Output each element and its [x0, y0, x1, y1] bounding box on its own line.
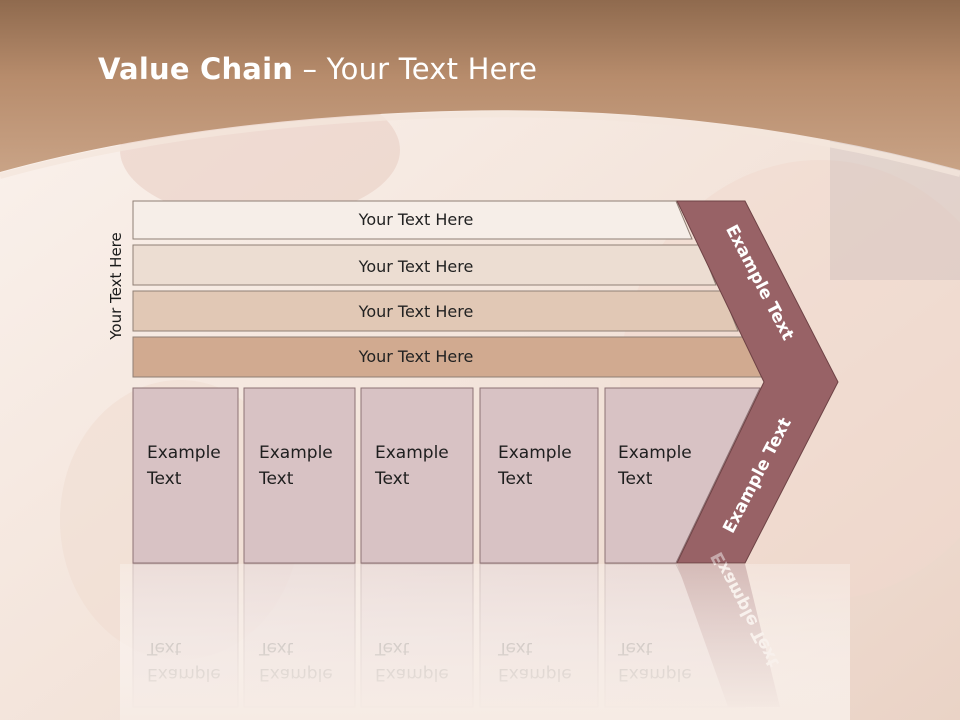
primary-box-3-line2: Text — [374, 469, 410, 489]
primary-box-5-line2: Text — [617, 469, 653, 489]
primary-box-3-line1: Example — [375, 443, 449, 463]
primary-box-5-line1: Example — [618, 443, 692, 463]
primary-box-4-line2: Text — [497, 469, 533, 489]
primary-box-1-line2: Text — [146, 469, 182, 489]
margin-chevron — [676, 200, 839, 564]
slide-title-bold: Value Chain — [98, 52, 294, 86]
primary-box-4 — [479, 387, 599, 564]
support-row-1 — [132, 200, 693, 240]
primary-box-2-line2: Text — [258, 469, 294, 489]
support-row-2 — [132, 244, 717, 286]
primary-box-2 — [243, 387, 356, 564]
support-row-1-label: Your Text Here — [358, 210, 474, 229]
primary-box-4-line1: Example — [498, 443, 572, 463]
reflection-fade — [120, 564, 850, 720]
primary-box-2-line1: Example — [259, 443, 333, 463]
header-band — [0, 0, 960, 172]
primary-box-5 — [604, 387, 761, 564]
header-curve-highlight — [0, 111, 960, 179]
side-vertical-label: Your Text Here — [107, 232, 125, 340]
support-row-3 — [132, 290, 739, 332]
primary-box-3 — [360, 387, 474, 564]
support-row-2-label: Your Text Here — [358, 257, 474, 276]
slide-title: Value Chain – Your Text Here — [98, 52, 537, 86]
primary-box-1-line1: Example — [147, 443, 221, 463]
support-row-3-label: Your Text Here — [358, 302, 474, 321]
slide-title-rest: – Your Text Here — [293, 52, 538, 86]
primary-box-1 — [132, 387, 239, 564]
support-row-4-label: Your Text Here — [358, 347, 474, 366]
